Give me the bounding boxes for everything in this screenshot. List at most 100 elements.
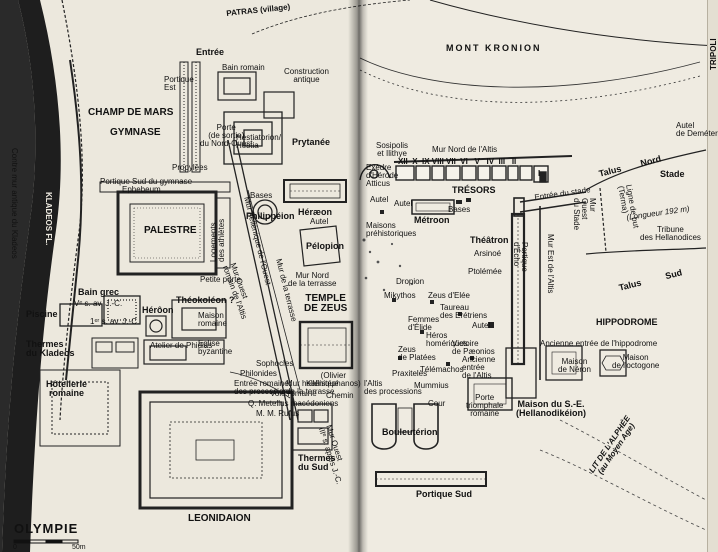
- book-gutter: [348, 0, 368, 552]
- scale-zero: 0: [13, 544, 17, 551]
- label-mikythos: Mikythos: [384, 291, 416, 300]
- label-mont-kronion: MONT KRONION: [446, 43, 542, 53]
- label-philippeion: Philippéion: [246, 211, 295, 221]
- label-bases-right: Bases: [448, 205, 471, 214]
- top-road: [429, 0, 718, 47]
- label-mm-rufus: M. M. Rufus: [256, 409, 300, 418]
- label-ancienne-entree-altis: Ancienne entrée de l'Altis: [462, 355, 496, 381]
- map-title: OLYMPIE: [14, 521, 79, 536]
- label-philonides: Philonides: [240, 369, 277, 378]
- label-mummius: Mummius: [414, 381, 449, 390]
- label-bain-romain: Bain romain: [222, 63, 265, 72]
- label-stade: Stade: [660, 169, 685, 179]
- thermes-du-sud-structure: [291, 403, 333, 451]
- label-leonidaion: LEONIDAION: [188, 513, 251, 524]
- label-heraeon: Héræon: [298, 207, 333, 217]
- pelopion-structure: [299, 225, 341, 267]
- label-hestiatorion: Hestiatorion/ Hestia: [236, 133, 281, 151]
- kladeos-river-band: [2, 0, 61, 552]
- philippeion-structure: [252, 199, 278, 225]
- roads: [229, 0, 411, 399]
- mont-kronion-contours: [359, 57, 701, 103]
- label-victoire-paeonios: Victoire de Pæonios: [452, 339, 495, 357]
- label-portique-echo: Portique d'Écho: [511, 242, 529, 272]
- kladeos-river: [0, 0, 36, 552]
- adjacent-page-edge: [707, 0, 718, 552]
- stadium-entrance: [513, 191, 587, 217]
- label-taureau: Taureau des Erétriens: [440, 303, 488, 321]
- label-eglise-byzantine: Eglise byzantine: [198, 339, 233, 357]
- label-portique-sud-gymnase: Portique Sud du gymnase: [100, 177, 193, 186]
- label-zeus-elee: Zeus d'Elée: [428, 291, 470, 300]
- label-autel-left: Autel: [310, 217, 329, 226]
- label-zeus-platees: Zeus de Platées: [398, 345, 436, 363]
- label-chemin: Chemin: [326, 391, 354, 400]
- label-heros-homeriques: Héros homériques: [426, 331, 468, 349]
- label-sosipolis: Sosipolis et Ilithye: [376, 141, 409, 159]
- label-tresors: TRÉSORS: [452, 185, 496, 195]
- label-mur-nord-altis: Mur Nord de l'Altis: [432, 145, 498, 154]
- label-thermes-kladeos: Thermes du Kladeos: [26, 339, 75, 359]
- label-femmes-elide: Femmes d'Élide: [408, 315, 440, 333]
- label-autel-right: Autel: [472, 321, 491, 330]
- temple-de-zeus-structure: [298, 320, 354, 370]
- label-temple-de-zeus: TEMPLE DE ZEUS: [304, 293, 348, 315]
- label-praxiteles: Praxitelès: [392, 369, 428, 378]
- label-dropion: Dropion: [396, 277, 425, 286]
- label-metellus: Q. Metellus macédoniens: [248, 399, 339, 408]
- label-arsinoe: Arsinoé: [474, 249, 502, 258]
- thermes-kladeos-structure: [39, 337, 139, 447]
- label-sophocles: Sophocles: [256, 359, 294, 368]
- label-treasury-i: I: [538, 169, 541, 178]
- label-porte-triomphale: Porte triomphale romaine: [466, 393, 504, 419]
- palestre-structure: [116, 190, 231, 276]
- label-hippodrome: HIPPODROME: [596, 317, 658, 327]
- label-petite-porte: Petite porte: [200, 275, 241, 284]
- label-atelier-phidias: Atelier de Phidias: [150, 341, 213, 350]
- label-treasury-numerals: XII X IX VIII VII VI V IV III II: [398, 157, 517, 166]
- label-bain-grec-dates2: 1ᵉʳ s. av. J.-C.: [90, 317, 140, 326]
- label-logements-athletes: Logements des athlètes: [209, 218, 227, 262]
- portique-sud-structure: [375, 471, 487, 487]
- label-mur-est-altis: Mur Est de l'Altis: [546, 234, 555, 294]
- heroon-theokoleon: [143, 299, 227, 365]
- label-exedre: Exèdre d'Hérode Atticus: [366, 163, 399, 189]
- label-porte-sortie: Porte (de sortie) du Nord-Ouest: [200, 123, 253, 149]
- contre-mur-line: [65, 59, 83, 381]
- treasuries-row: [395, 165, 549, 183]
- right-page: [357, 0, 718, 552]
- label-piscine: Piscine: [26, 309, 58, 319]
- label-ptolemee: Ptolémée: [468, 267, 502, 276]
- label-pelopion: Pélopion: [306, 241, 344, 251]
- heraeon-structure: [283, 179, 347, 203]
- label-maison-se: Maison du S.-E. (Hellanodikéion): [516, 399, 587, 419]
- label-gymnase: GYMNASE: [110, 127, 161, 138]
- label-cour: Cour: [428, 399, 446, 408]
- label-tripoli: TRIPOLI: [709, 38, 718, 70]
- label-ancienne-entree-hippodrome: Ancienne entrée de l'hippodrome: [540, 339, 658, 348]
- label-bain-grec-dates: Vᵉ s. av. J.-C.: [74, 299, 123, 308]
- kladeos-bank: [59, 0, 83, 421]
- label-autel-altis: Autel: [370, 195, 389, 204]
- label-mur-hellenique: Mur hellénique de la terrasse: [286, 379, 339, 397]
- label-construction-antique: Construction antique: [284, 67, 329, 85]
- label-entree: Entrée: [196, 47, 225, 57]
- label-palestre: PALESTRE: [144, 225, 197, 236]
- label-voie-romaine: Voie romaine: [270, 389, 317, 398]
- label-theatron: Théâtron: [470, 235, 509, 245]
- maison-neron-octogone: [505, 345, 627, 399]
- label-telemachos: Télémachos: [420, 365, 464, 374]
- label-maison-octogone: Maison de l'octogone: [612, 353, 660, 371]
- left-page: [0, 0, 357, 552]
- label-maison-romaine: Maison romaine: [198, 311, 227, 329]
- bain-grec-piscine: [59, 295, 141, 327]
- prytanee-structure: [223, 111, 283, 165]
- label-ephebeum: Ephebeum: [122, 185, 161, 194]
- label-contre-mur: Contre mur antique du Kladeos: [10, 148, 19, 259]
- echo-portico: [510, 206, 541, 380]
- label-portique-est: Portique Est: [164, 75, 194, 93]
- bases-blocks: [380, 198, 471, 214]
- western-walls: [227, 139, 301, 421]
- label-bases-left: Bases: [250, 191, 273, 200]
